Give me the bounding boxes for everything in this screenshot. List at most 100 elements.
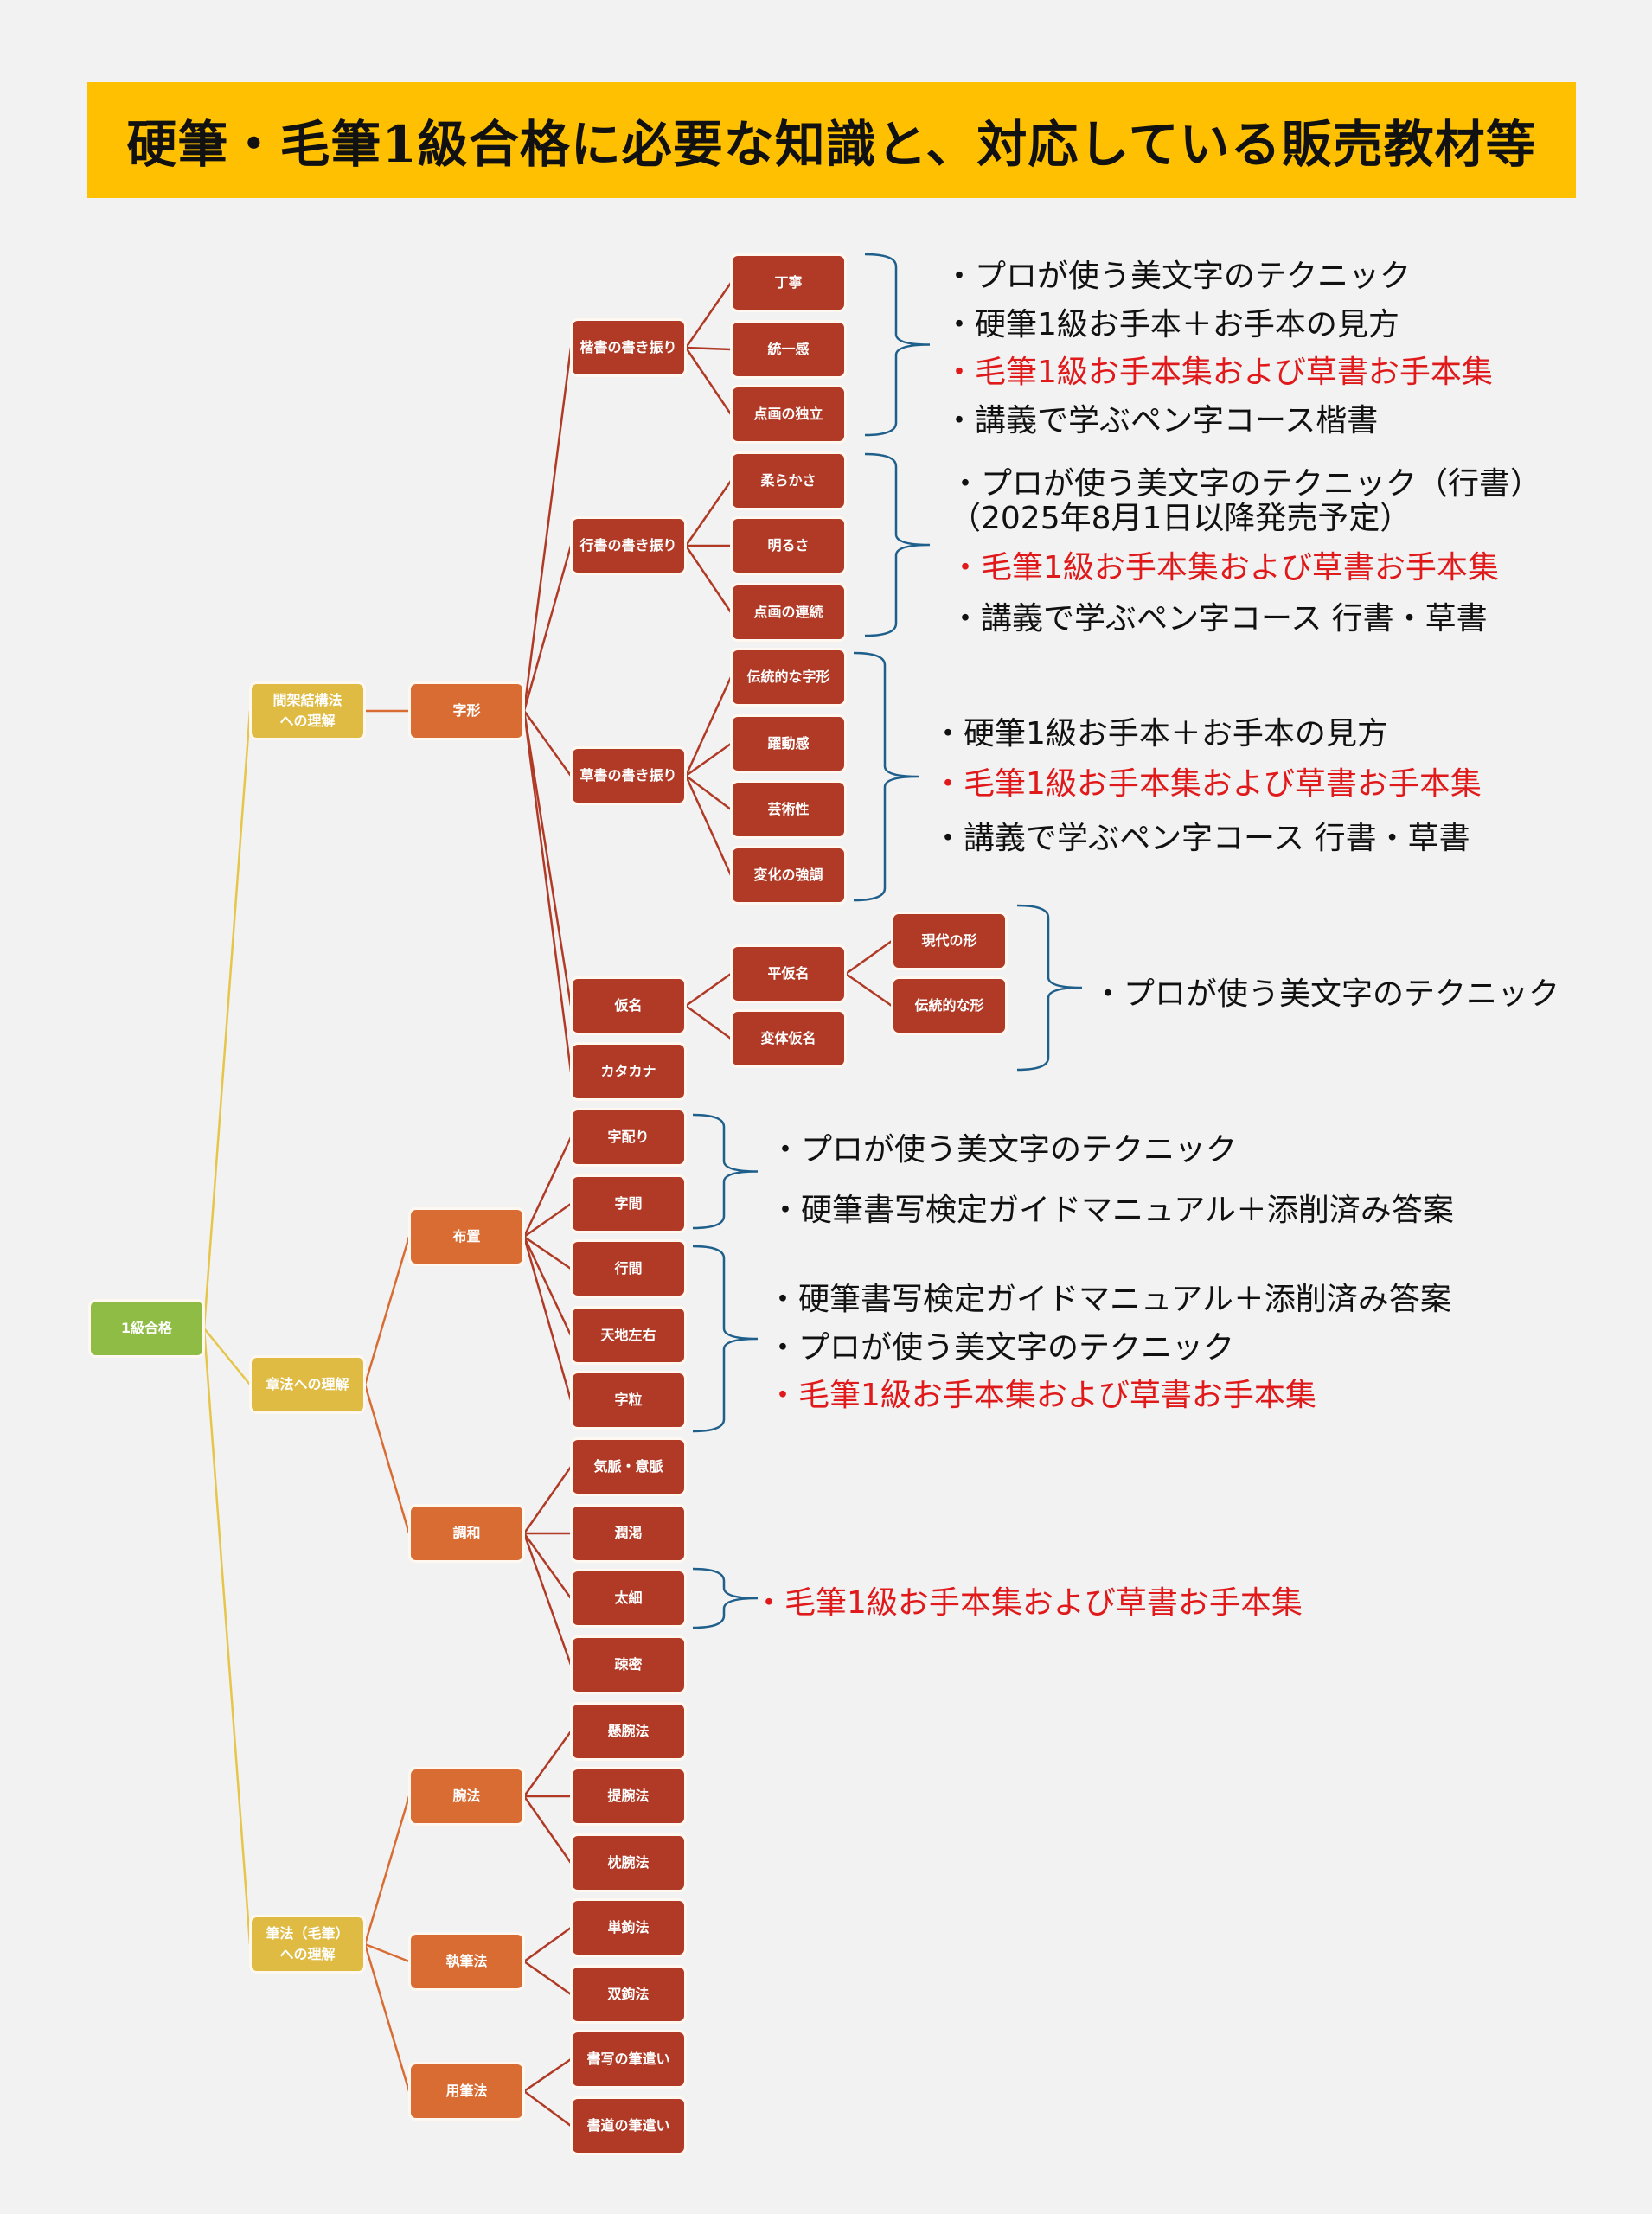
material-note: ・プロが使う美文字のテクニック <box>770 1132 1238 1168</box>
connector-shippitsu <box>364 1942 410 1963</box>
node-kanka[interactable]: 間架結構法 への理解 <box>252 684 363 738</box>
node-renzoku[interactable]: 点画の連続 <box>733 585 844 639</box>
node-jikan[interactable]: 字間 <box>573 1177 684 1231</box>
connector-taisai <box>522 1533 573 1599</box>
bracket-icon <box>1016 904 1083 1072</box>
node-hentai[interactable]: 変体仮名 <box>733 1012 844 1065</box>
material-note: ・毛筆1級お手本集および草書お手本集 <box>944 355 1493 390</box>
connector-renzoku <box>684 545 733 613</box>
connector-kimyaku <box>522 1466 573 1534</box>
node-shippitsu[interactable]: 執筆法 <box>411 1935 522 1988</box>
connector-kaisho <box>522 347 573 712</box>
node-kana[interactable]: 仮名 <box>573 979 684 1033</box>
connector-shodo <box>523 2089 572 2128</box>
material-note: ・硬筆書写検定ガイドマニュアル＋添削済み答案 <box>770 1193 1454 1228</box>
node-dokuritsu[interactable]: 点画の独立 <box>733 387 844 441</box>
connector-somitsu <box>522 1533 573 1666</box>
node-root[interactable]: 1級合格 <box>91 1302 202 1355</box>
connector-dentokei <box>845 972 893 1008</box>
connector-kenwan <box>522 1731 573 1797</box>
node-dentoji[interactable]: 伝統的な字形 <box>733 650 844 704</box>
bracket-icon <box>864 253 931 437</box>
node-somitsu[interactable]: 疎密 <box>573 1638 684 1692</box>
node-akarusa[interactable]: 明るさ <box>733 519 844 573</box>
node-junkatsu[interactable]: 潤渇 <box>573 1507 684 1560</box>
material-note: ・硬筆1級お手本＋お手本の見方 <box>944 307 1399 342</box>
node-teinei[interactable]: 丁寧 <box>733 256 844 310</box>
node-chowa[interactable]: 調和 <box>411 1507 522 1560</box>
connector-tanko <box>523 1926 572 1963</box>
connector-hentai <box>685 1004 732 1040</box>
node-wanpo[interactable]: 腕法 <box>411 1769 522 1823</box>
node-geijutsu[interactable]: 芸術性 <box>733 783 844 836</box>
title-banner: 硬筆・毛筆1級合格に必要な知識と、対応している販売教材等 <box>87 82 1576 198</box>
connector-gendai <box>845 939 893 976</box>
connector-sosho <box>522 710 573 777</box>
connector-gyokan <box>523 1235 572 1270</box>
connector-teinei <box>684 282 733 349</box>
material-note: （2025年8月1日以降発売予定） <box>950 501 1412 536</box>
node-jikubari[interactable]: 字配り <box>573 1110 684 1164</box>
node-taisai[interactable]: 太細 <box>573 1571 684 1625</box>
material-note: ・講義で学ぶペン字コース 行書・草書 <box>932 821 1470 856</box>
connector-wanpo <box>363 1795 411 1945</box>
node-yawaraka[interactable]: 柔らかさ <box>733 454 844 508</box>
node-teiwan[interactable]: 提腕法 <box>573 1769 684 1823</box>
node-henka[interactable]: 変化の強調 <box>733 848 844 902</box>
connector-gyosho <box>522 545 573 712</box>
node-soko[interactable]: 双鉤法 <box>573 1968 684 2021</box>
node-kimyaku[interactable]: 気脈・意脈 <box>573 1440 684 1494</box>
page-title: 硬筆・毛筆1級合格に必要な知識と、対応している販売教材等 <box>126 115 1537 174</box>
node-fuchi[interactable]: 布置 <box>411 1210 522 1264</box>
node-gyosho[interactable]: 行書の書き振り <box>573 519 684 573</box>
node-toitsu[interactable]: 統一感 <box>733 323 844 376</box>
connector-katakana <box>522 710 573 1072</box>
node-jikei[interactable]: 字形 <box>411 684 522 738</box>
connector-soko <box>523 1960 572 1996</box>
node-sosho[interactable]: 草書の書き振り <box>573 749 684 803</box>
connector-yakudo <box>685 742 732 777</box>
node-yakudo[interactable]: 躍動感 <box>733 717 844 771</box>
bracket-icon <box>864 452 931 637</box>
connector-henka <box>684 775 733 876</box>
material-note: ・講義で学ぶペン字コース 行書・草書 <box>950 601 1488 637</box>
node-hitsuho[interactable]: 筆法（毛筆） への理解 <box>252 1917 363 1971</box>
node-tanko[interactable]: 単鉤法 <box>573 1901 684 1955</box>
material-note: ・硬筆1級お手本＋お手本の見方 <box>932 716 1388 752</box>
bracket-icon <box>692 1113 759 1230</box>
material-note: ・毛筆1級お手本集および草書お手本集 <box>767 1378 1316 1413</box>
bracket-icon <box>853 651 919 902</box>
connector-shoho <box>203 1328 251 1385</box>
node-gendai[interactable]: 現代の形 <box>893 914 1005 968</box>
node-dentokei[interactable]: 伝統的な形 <box>893 979 1005 1033</box>
connector-yohitsu <box>363 1943 411 2092</box>
node-katakana[interactable]: カタカナ <box>573 1045 684 1098</box>
node-yohitsu[interactable]: 用筆法 <box>411 2064 522 2118</box>
connector-jikubari <box>522 1136 573 1238</box>
bracket-icon <box>692 1245 759 1433</box>
connector-jikan <box>523 1202 572 1238</box>
connector-kanka <box>202 710 252 1329</box>
node-shoho[interactable]: 章法への理解 <box>252 1358 363 1411</box>
node-shosha[interactable]: 書写の筆遣い <box>573 2032 684 2086</box>
material-note: ・毛筆1級お手本集および草書お手本集 <box>950 550 1499 585</box>
material-note: ・プロが使う美文字のテクニック <box>944 259 1412 294</box>
connector-dokuritsu <box>684 347 733 415</box>
connector-chinwan <box>522 1795 573 1864</box>
connector-shosha <box>523 2057 572 2093</box>
node-jitsubu[interactable]: 字粒 <box>573 1373 684 1427</box>
connector-kana <box>522 710 573 1007</box>
node-hiragana[interactable]: 平仮名 <box>733 947 844 1001</box>
node-kenwan[interactable]: 懸腕法 <box>573 1705 684 1758</box>
material-note: ・プロが使う美文字のテクニック <box>767 1330 1235 1366</box>
node-kaisho[interactable]: 楷書の書き振り <box>573 321 684 374</box>
node-chinwan[interactable]: 枕腕法 <box>573 1836 684 1890</box>
connector-geijutsu <box>685 775 732 810</box>
connector-chowa <box>363 1384 411 1534</box>
bracket-icon <box>692 1567 759 1629</box>
node-tenchi[interactable]: 天地左右 <box>573 1309 684 1362</box>
connector-yawaraka <box>684 480 733 547</box>
node-gyokan[interactable]: 行間 <box>573 1242 684 1296</box>
node-shodo[interactable]: 書道の筆遣い <box>573 2099 684 2153</box>
